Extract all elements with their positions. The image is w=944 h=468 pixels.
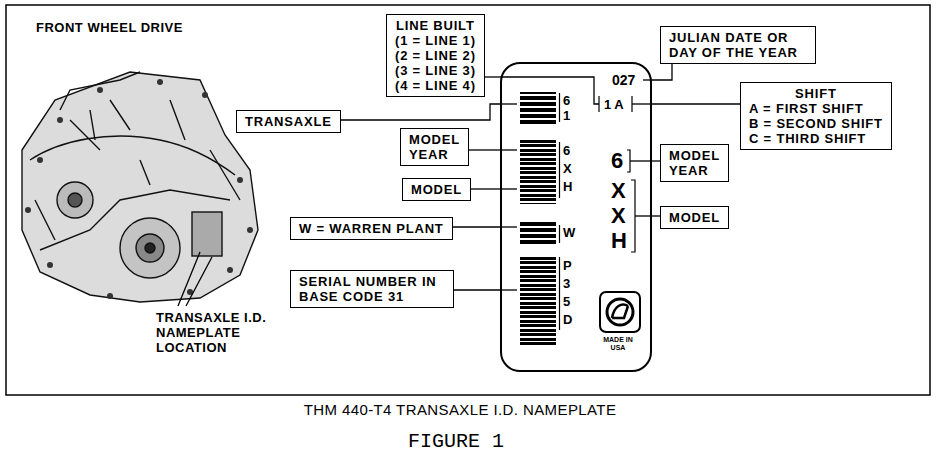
- callout-box: SERIAL NUMBER IN BASE CODE 31: [290, 270, 454, 308]
- plate-code: 1 A: [604, 97, 624, 112]
- figure-number: FIGURE 1: [408, 430, 504, 454]
- box-label: MODEL: [669, 210, 720, 225]
- leader-line: [485, 76, 500, 77]
- bracket: [560, 93, 636, 330]
- leader-line: [500, 77, 652, 290]
- part-label: TRANSAXLE I.D. NAMEPLATE LOCATION: [156, 310, 278, 355]
- leader-line: [471, 188, 500, 189]
- diagram-title: FRONT WHEEL DRIVE: [36, 20, 183, 36]
- box-label: A = FIRST SHIFT: [749, 101, 883, 116]
- callout-box: W = WARREN PLANT: [290, 217, 453, 240]
- leader-line: [453, 226, 500, 227]
- callout-box: MODEL: [660, 206, 729, 229]
- box-label: W = WARREN PLANT: [299, 221, 444, 236]
- plate-code: 6 X H: [563, 142, 572, 196]
- callout-box: LINE BUILT(1 = LINE 1)(2 = LINE 2)(3 = L…: [386, 14, 485, 97]
- leader-line: [341, 104, 500, 120]
- leader-line: [454, 289, 500, 290]
- transaxle-illustration: [22, 72, 258, 302]
- box-label: (4 = LINE 4): [395, 78, 476, 93]
- callout-box: SHIFTA = FIRST SHIFTB = SECOND SHIFTC = …: [740, 82, 892, 150]
- plate-code: P 3 5 D: [563, 257, 572, 329]
- box-label: JULIAN DATE OR DAY OF THE YEAR: [669, 30, 807, 60]
- plate-code: W: [563, 225, 575, 241]
- plate-code: 027: [612, 72, 635, 88]
- callout-box: MODEL YEAR: [400, 128, 469, 166]
- box-label: B = SECOND SHIFT: [749, 116, 883, 131]
- nameplate: 027 1 A 6 1 6 X H W P 3 5 D 6 X X H MADE IN USA: [500, 62, 652, 372]
- callout-box: MODEL YEAR: [660, 144, 729, 182]
- logo-symbol: [600, 292, 640, 332]
- box-label: (2 = LINE 2): [395, 48, 476, 63]
- callout-box: JULIAN DATE OR DAY OF THE YEAR: [660, 26, 816, 64]
- plate-code: 6 1: [563, 93, 570, 123]
- figure-caption: THM 440-T4 TRANSAXLE I.D. NAMEPLATE: [180, 401, 740, 419]
- leader-line: [652, 160, 660, 161]
- leader-line: [652, 103, 740, 104]
- plate-code: X X H: [611, 178, 627, 253]
- callout-box: MODEL: [402, 178, 471, 201]
- leader-line: [469, 149, 500, 150]
- box-label: LINE BUILT: [395, 18, 476, 33]
- leader-line: [652, 215, 660, 216]
- box-label: C = THIRD SHIFT: [749, 131, 883, 146]
- plate-code: MADE IN USA: [596, 336, 640, 352]
- box-label: (3 = LINE 3): [395, 63, 476, 78]
- box-label: TRANSAXLE: [245, 114, 332, 129]
- leader-line: [178, 252, 212, 306]
- barcode: [520, 92, 556, 345]
- box-label: SERIAL NUMBER IN BASE CODE 31: [299, 274, 445, 304]
- box-label: SHIFT: [749, 86, 883, 101]
- frame: [6, 5, 930, 395]
- plate-code: 6: [611, 150, 623, 172]
- leader-line: [652, 64, 672, 80]
- box-label: MODEL YEAR: [669, 148, 720, 178]
- box-label: MODEL: [411, 182, 462, 197]
- box-label: (1 = LINE 1): [395, 33, 476, 48]
- callout-box: TRANSAXLE: [236, 110, 341, 133]
- box-label: MODEL YEAR: [409, 132, 460, 162]
